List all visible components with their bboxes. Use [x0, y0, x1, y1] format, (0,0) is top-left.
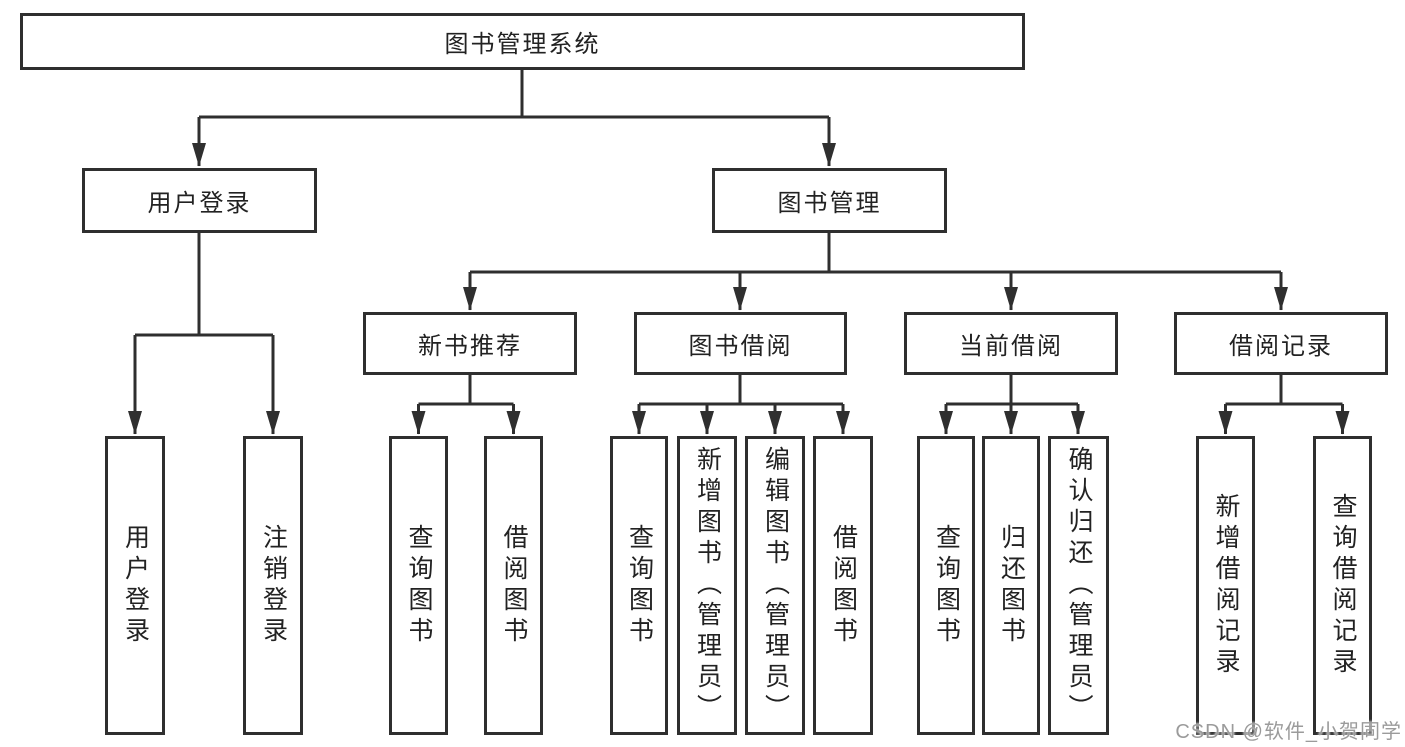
csdn-watermark: CSDN @软件_小贺同学	[1175, 721, 1402, 743]
node-br-query-record: 查询借阅记录	[1313, 436, 1372, 735]
node-bb-borrow-books: 借阅图书	[813, 436, 873, 735]
node-user-login-branch: 用户登录	[82, 168, 317, 233]
node-br-add-record: 新增借阅记录	[1196, 436, 1255, 735]
node-borrowing-records: 借阅记录	[1174, 312, 1388, 375]
node-bb-add-books-admin: 新增图书（管理员）	[677, 436, 737, 735]
node-bb-query-books: 查询图书	[610, 436, 668, 735]
node-cb-query-books: 查询图书	[917, 436, 975, 735]
node-logout-leaf: 注销登录	[243, 436, 303, 735]
node-root-library-system: 图书管理系统	[20, 13, 1025, 70]
node-book-management-branch: 图书管理	[712, 168, 947, 233]
node-book-borrowing: 图书借阅	[634, 312, 847, 375]
node-nb-borrow-books: 借阅图书	[484, 436, 543, 735]
node-nb-query-books: 查询图书	[389, 436, 448, 735]
node-cb-return-books: 归还图书	[982, 436, 1040, 735]
node-cb-confirm-return-admin: 确认归还（管理员）	[1048, 436, 1109, 735]
node-user-login-leaf: 用户登录	[105, 436, 165, 735]
node-current-borrowing: 当前借阅	[904, 312, 1118, 375]
node-bb-edit-books-admin: 编辑图书（管理员）	[745, 436, 805, 735]
node-new-book-recommend: 新书推荐	[363, 312, 577, 375]
